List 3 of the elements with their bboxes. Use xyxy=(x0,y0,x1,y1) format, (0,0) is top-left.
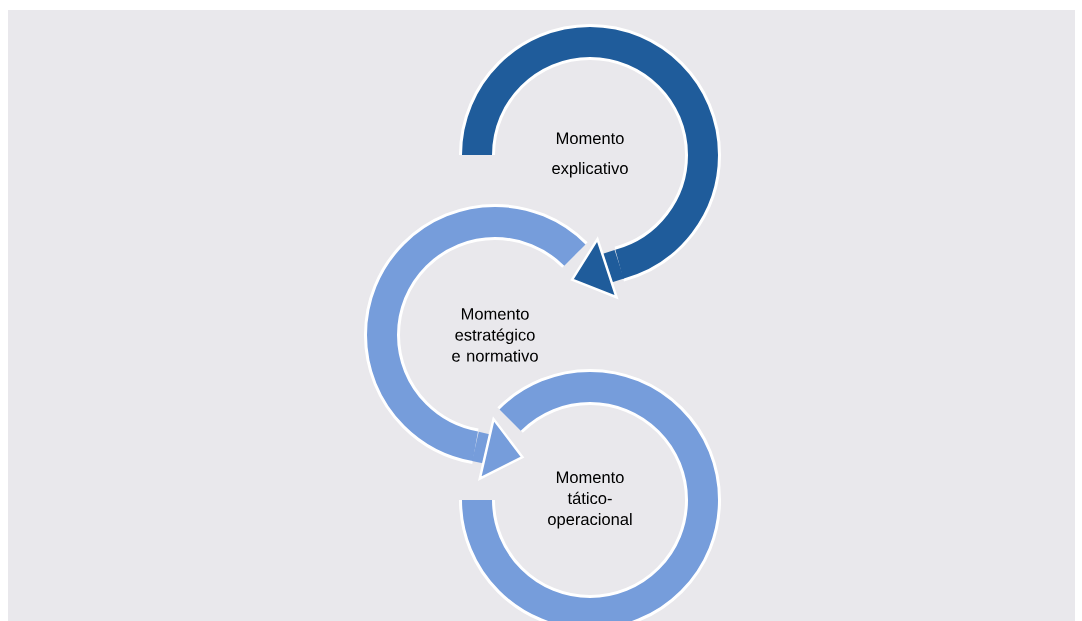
ring-band: Momento tático-operacional xyxy=(459,369,721,621)
ring-band: Momento estratégico e normativo xyxy=(364,204,587,464)
ring-band: Momento explicativo xyxy=(459,24,721,282)
